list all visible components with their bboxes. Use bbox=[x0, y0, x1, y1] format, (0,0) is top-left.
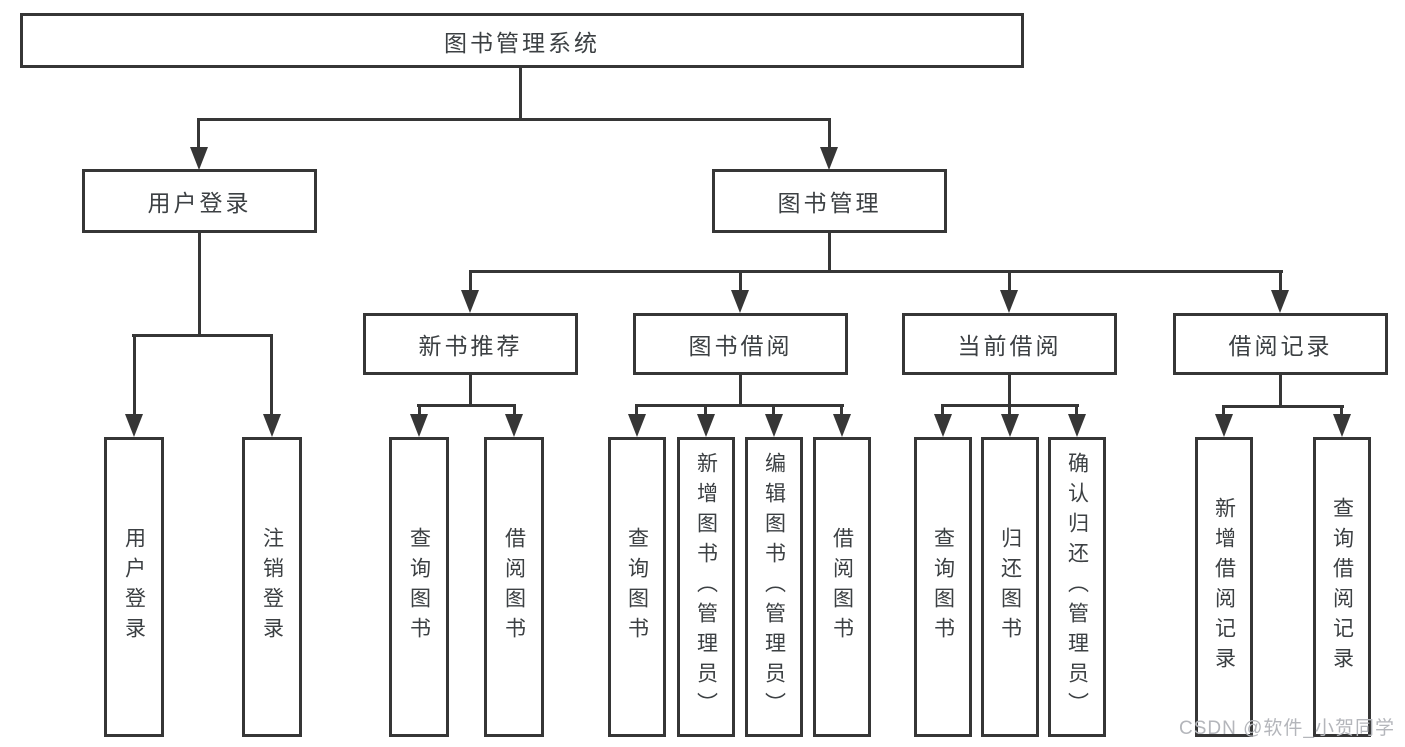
node-borrow-records-label: 借阅记录 bbox=[1228, 333, 1333, 359]
arrow-down-icon bbox=[125, 414, 143, 437]
arrow-down-icon bbox=[697, 414, 715, 437]
connector-line bbox=[519, 68, 522, 119]
node-user-login-label: 用户登录 bbox=[147, 190, 252, 216]
arrow-down-icon bbox=[1215, 414, 1233, 437]
arrow-down-icon bbox=[1068, 414, 1086, 437]
node-do-user-login-label: 用户登录 bbox=[122, 527, 146, 647]
connector-line bbox=[1222, 405, 1344, 408]
node-confirm-return-admin: 确认归还（管理员） bbox=[1048, 437, 1106, 737]
connector-line bbox=[1279, 375, 1282, 408]
arrow-down-icon bbox=[461, 290, 479, 313]
connector-line bbox=[1008, 404, 1011, 416]
connector-line bbox=[941, 404, 944, 416]
connector-line bbox=[635, 404, 844, 407]
node-root: 图书管理系统 bbox=[20, 13, 1024, 68]
node-borrow-books-recommend: 借阅图书 bbox=[484, 437, 544, 737]
connector-line bbox=[418, 404, 421, 416]
node-add-book-admin-label: 新增图书（管理员） bbox=[694, 452, 718, 722]
arrow-down-icon bbox=[1333, 414, 1351, 437]
arrow-down-icon bbox=[1271, 290, 1289, 313]
node-query-books-borrow: 查询图书 bbox=[608, 437, 666, 737]
arrow-down-icon bbox=[628, 414, 646, 437]
connector-line bbox=[417, 404, 516, 407]
connector-line bbox=[739, 270, 742, 290]
connector-line bbox=[828, 118, 831, 148]
arrow-down-icon bbox=[934, 414, 952, 437]
connector-line bbox=[270, 334, 273, 414]
node-book-borrow-label: 图书借阅 bbox=[688, 333, 793, 359]
node-query-books-current: 查询图书 bbox=[914, 437, 972, 737]
connector-line bbox=[739, 375, 742, 406]
arrow-down-icon bbox=[263, 414, 281, 437]
connector-line bbox=[197, 118, 200, 148]
connector-line bbox=[1222, 405, 1225, 416]
connector-line bbox=[1008, 270, 1011, 290]
connector-line bbox=[772, 404, 775, 416]
node-root-label: 图书管理系统 bbox=[444, 29, 600, 56]
node-query-borrow-record-label: 查询借阅记录 bbox=[1330, 497, 1354, 677]
node-edit-book-admin-label: 编辑图书（管理员） bbox=[762, 452, 786, 722]
node-current-borrow-label: 当前借阅 bbox=[957, 333, 1062, 359]
node-query-books-borrow-label: 查询图书 bbox=[625, 527, 649, 647]
connector-line bbox=[1008, 375, 1011, 406]
connector-line bbox=[469, 375, 472, 406]
connector-line bbox=[840, 404, 843, 416]
connector-line bbox=[1075, 404, 1078, 416]
csdn-watermark: CSDN @软件_小贺同学 bbox=[1179, 718, 1395, 739]
connector-line bbox=[1279, 270, 1282, 290]
connector-line bbox=[513, 404, 516, 416]
connector-line bbox=[469, 270, 472, 290]
arrow-down-icon bbox=[833, 414, 851, 437]
connector-line bbox=[133, 334, 136, 414]
node-logout: 注销登录 bbox=[242, 437, 302, 737]
node-new-book-recommend: 新书推荐 bbox=[363, 313, 578, 375]
connector-line bbox=[704, 404, 707, 416]
connector-line bbox=[198, 233, 201, 335]
node-book-management: 图书管理 bbox=[712, 169, 947, 233]
node-borrow-books-borrow-label: 借阅图书 bbox=[830, 527, 854, 647]
node-return-book-label: 归还图书 bbox=[998, 527, 1022, 647]
node-add-book-admin: 新增图书（管理员） bbox=[677, 437, 735, 737]
arrow-down-icon bbox=[190, 147, 208, 170]
node-borrow-books-recommend-label: 借阅图书 bbox=[502, 527, 526, 647]
node-logout-label: 注销登录 bbox=[260, 527, 284, 647]
arrow-down-icon bbox=[731, 290, 749, 313]
connector-line bbox=[1340, 405, 1343, 416]
node-borrow-books-borrow: 借阅图书 bbox=[813, 437, 871, 737]
node-book-management-label: 图书管理 bbox=[777, 190, 882, 216]
node-query-books-recommend-label: 查询图书 bbox=[407, 527, 431, 647]
connector-line bbox=[197, 118, 831, 121]
arrow-down-icon bbox=[765, 414, 783, 437]
node-confirm-return-admin-label: 确认归还（管理员） bbox=[1065, 452, 1089, 722]
arrow-down-icon bbox=[1001, 414, 1019, 437]
node-query-borrow-record: 查询借阅记录 bbox=[1313, 437, 1371, 737]
arrow-down-icon bbox=[410, 414, 428, 437]
node-return-book: 归还图书 bbox=[981, 437, 1039, 737]
node-add-borrow-record: 新增借阅记录 bbox=[1195, 437, 1253, 737]
connector-line bbox=[828, 233, 831, 272]
arrow-down-icon bbox=[1000, 290, 1018, 313]
node-query-books-recommend: 查询图书 bbox=[389, 437, 449, 737]
node-borrow-records: 借阅记录 bbox=[1173, 313, 1388, 375]
arrow-down-icon bbox=[505, 414, 523, 437]
node-new-book-recommend-label: 新书推荐 bbox=[418, 333, 523, 359]
arrow-down-icon bbox=[820, 147, 838, 170]
node-edit-book-admin: 编辑图书（管理员） bbox=[745, 437, 803, 737]
connector-line bbox=[635, 404, 638, 416]
connector-line bbox=[132, 334, 273, 337]
connector-line bbox=[469, 270, 1283, 273]
node-add-borrow-record-label: 新增借阅记录 bbox=[1212, 497, 1236, 677]
node-book-borrow: 图书借阅 bbox=[633, 313, 848, 375]
node-user-login: 用户登录 bbox=[82, 169, 317, 233]
node-query-books-current-label: 查询图书 bbox=[931, 527, 955, 647]
node-current-borrow: 当前借阅 bbox=[902, 313, 1117, 375]
node-do-user-login: 用户登录 bbox=[104, 437, 164, 737]
